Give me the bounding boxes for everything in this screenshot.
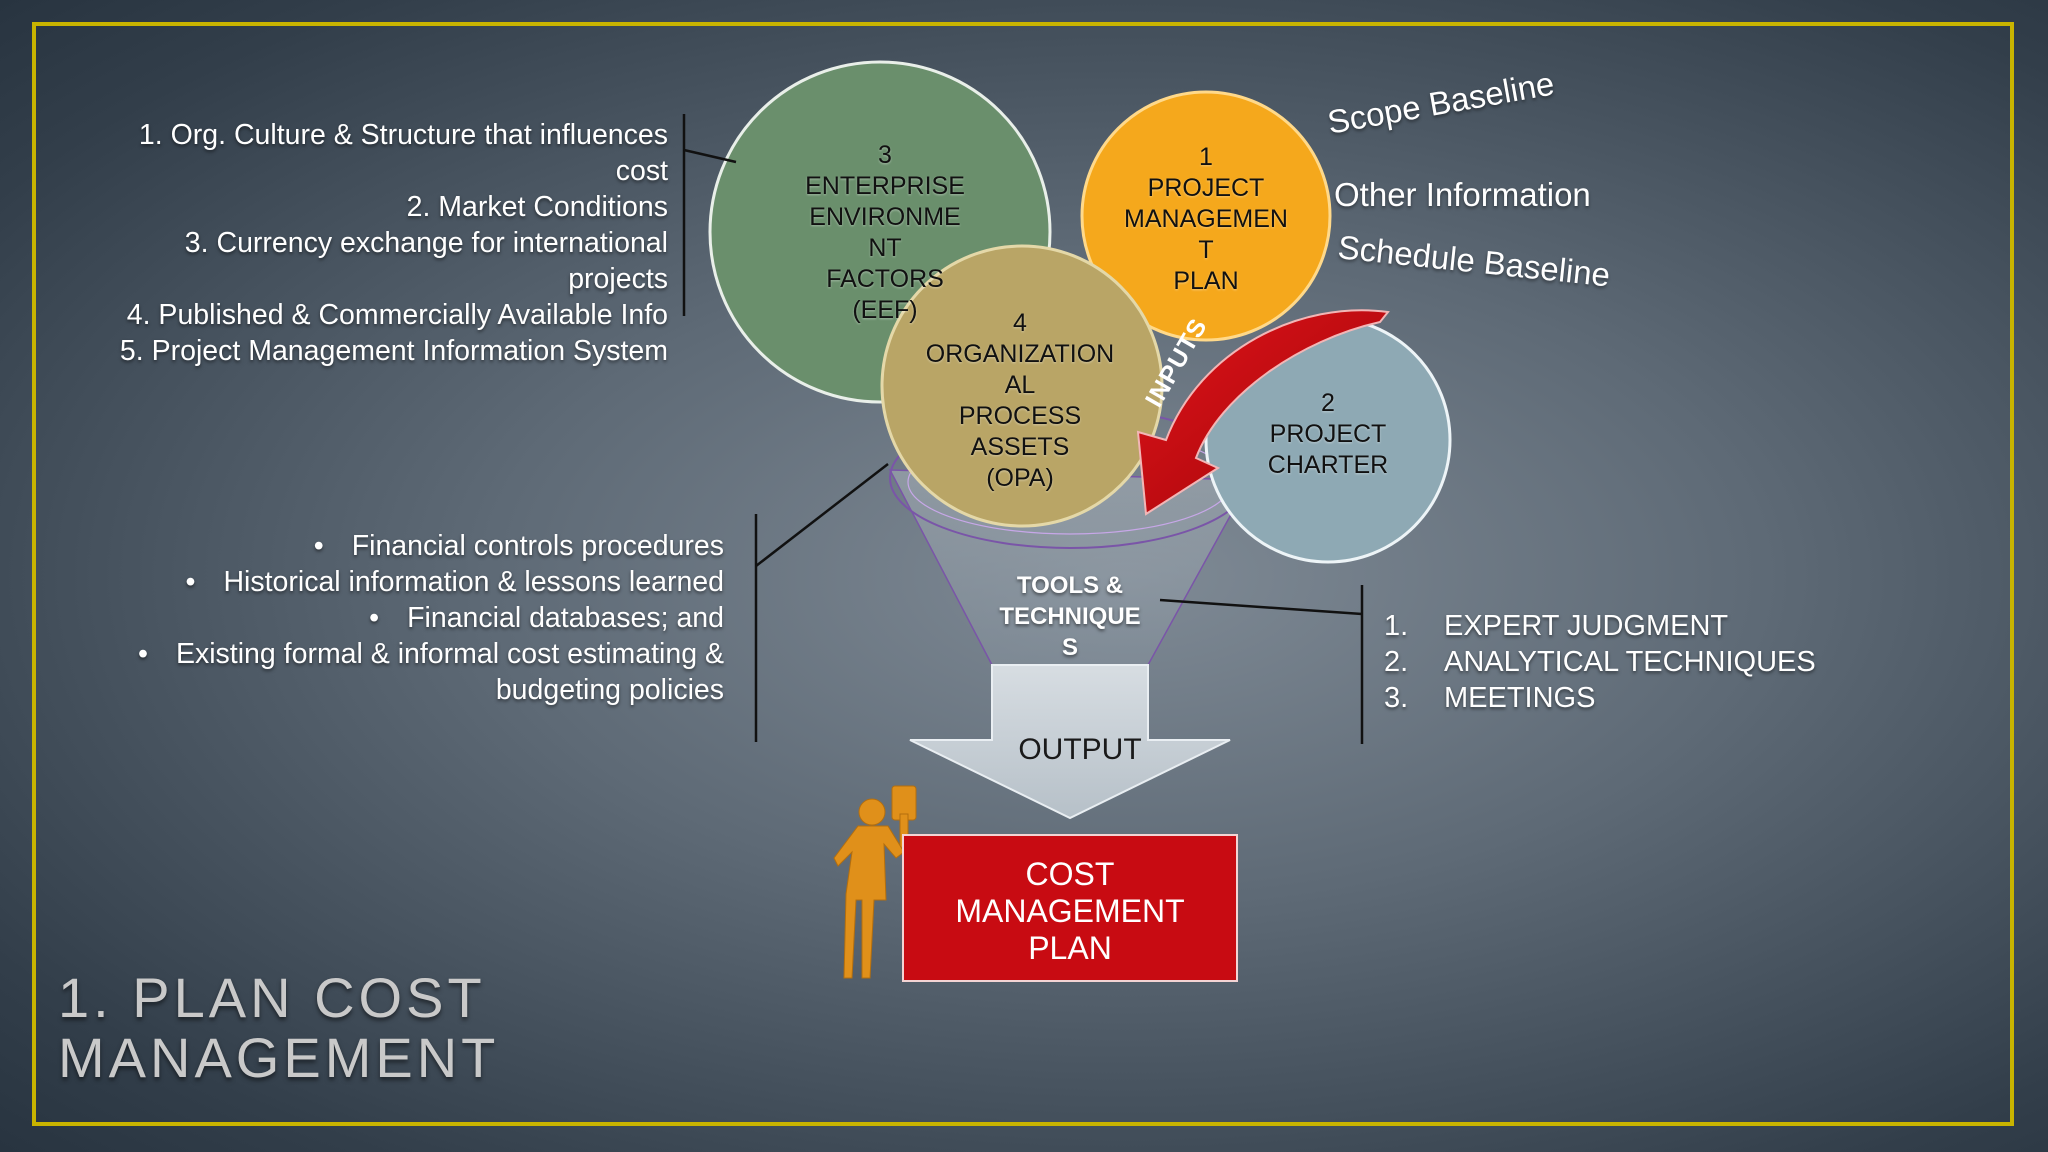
output-arrow	[909, 664, 1231, 820]
tools-item: 1.EXPERT JUDGMENT	[1384, 610, 1729, 642]
eef-item: 1. Org. Culture & Structure that influen…	[138, 119, 668, 187]
input-other-information: Other Information	[1334, 176, 1591, 213]
opa-circle	[880, 244, 1164, 528]
eef-list: 1. Org. Culture & Structure that influen…	[60, 117, 668, 369]
bullet-icon: •	[313, 530, 324, 562]
tools-list: 1.EXPERT JUDGMENT 2.ANALYTICAL TECHNIQUE…	[1384, 608, 1816, 716]
opa-item: •Historical information & lessons learne…	[185, 566, 724, 598]
opa-list: •Financial controls procedures •Historic…	[70, 528, 724, 708]
bullet-icon: •	[137, 638, 148, 670]
tools-item: 2.ANALYTICAL TECHNIQUES	[1384, 646, 1816, 678]
opa-item: •Financial controls procedures	[313, 530, 724, 562]
output-label: OUTPUT	[1018, 733, 1142, 766]
leader-lines	[682, 114, 1364, 744]
slide-frame	[32, 22, 2014, 1126]
pmp-circle	[1080, 90, 1332, 342]
bullet-icon: •	[369, 602, 380, 634]
inputs-arrow	[1136, 309, 1390, 516]
opa-item: •Financial databases; and	[369, 602, 724, 634]
bullet-icon: •	[185, 566, 196, 598]
eef-item: 5. Project Management Information System	[119, 335, 668, 367]
tools-item: 3.MEETINGS	[1384, 682, 1596, 714]
opa-item: •Existing formal & informal cost estimat…	[137, 638, 724, 706]
eef-item: 2. Market Conditions	[406, 191, 668, 223]
eef-item: 4. Published & Commercially Available In…	[126, 299, 668, 331]
